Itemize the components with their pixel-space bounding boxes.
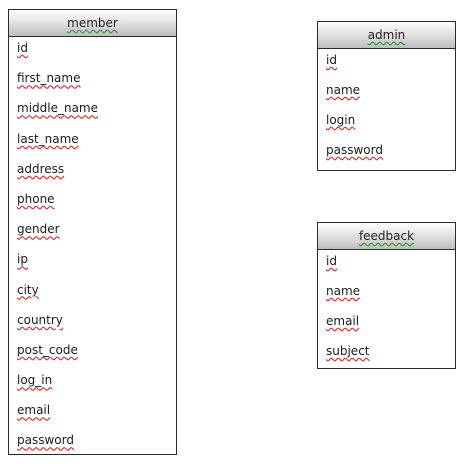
field-label: password: [17, 433, 74, 448]
field-label: password: [326, 143, 383, 157]
admin-field[interactable]: login: [318, 109, 455, 139]
member-field[interactable]: country: [9, 309, 176, 339]
field-label: subject: [326, 344, 370, 358]
member-field[interactable]: middle_name: [9, 97, 176, 127]
field-label: country: [17, 312, 63, 327]
feedback-field[interactable]: subject: [318, 340, 455, 370]
member-field[interactable]: first_name: [9, 67, 176, 97]
member-table-title: member: [67, 16, 118, 30]
feedback-table-header[interactable]: feedback: [318, 223, 455, 250]
admin-field-list: id name login password: [318, 49, 455, 169]
member-field[interactable]: password: [9, 429, 176, 459]
feedback-field[interactable]: email: [318, 310, 455, 340]
member-field[interactable]: address: [9, 158, 176, 188]
admin-field[interactable]: id: [318, 49, 455, 79]
field-label: phone: [17, 191, 55, 206]
field-label: id: [326, 254, 337, 268]
feedback-table[interactable]: feedback id name email subject: [317, 222, 456, 369]
field-label: first_name: [17, 71, 81, 86]
member-field-list: id first_name middle_name last_name addr…: [9, 37, 176, 460]
field-label: last_name: [17, 131, 79, 146]
feedback-field[interactable]: name: [318, 280, 455, 310]
field-label: city: [17, 282, 39, 297]
admin-field[interactable]: password: [318, 139, 455, 169]
member-field[interactable]: email: [9, 399, 176, 429]
admin-table-header[interactable]: admin: [318, 22, 455, 49]
field-label: middle_name: [17, 101, 99, 116]
member-field[interactable]: ip: [9, 248, 176, 278]
member-table-header[interactable]: member: [9, 10, 176, 37]
field-label: log_in: [17, 373, 53, 388]
feedback-table-title: feedback: [358, 229, 415, 243]
member-field[interactable]: post_code: [9, 339, 176, 369]
field-label: name: [326, 83, 361, 97]
member-field[interactable]: phone: [9, 188, 176, 218]
field-label: id: [326, 53, 337, 67]
field-label: address: [17, 161, 65, 176]
member-field[interactable]: id: [9, 37, 176, 67]
member-field[interactable]: city: [9, 279, 176, 309]
admin-table[interactable]: admin id name login password: [317, 21, 456, 171]
admin-field[interactable]: name: [318, 79, 455, 109]
feedback-field-list: id name email subject: [318, 250, 455, 370]
field-label: post_code: [17, 342, 78, 357]
admin-table-title: admin: [367, 28, 406, 42]
field-label: gender: [17, 222, 60, 237]
field-label: id: [17, 41, 28, 55]
field-label: login: [326, 113, 356, 127]
field-label: name: [326, 284, 361, 298]
member-field[interactable]: last_name: [9, 128, 176, 158]
member-field[interactable]: gender: [9, 218, 176, 248]
member-table[interactable]: member id first_name middle_name last_na…: [8, 9, 177, 455]
field-label: email: [326, 314, 360, 328]
field-label: email: [17, 403, 51, 418]
field-label: ip: [17, 252, 28, 267]
feedback-field[interactable]: id: [318, 250, 455, 280]
member-field[interactable]: log_in: [9, 369, 176, 399]
